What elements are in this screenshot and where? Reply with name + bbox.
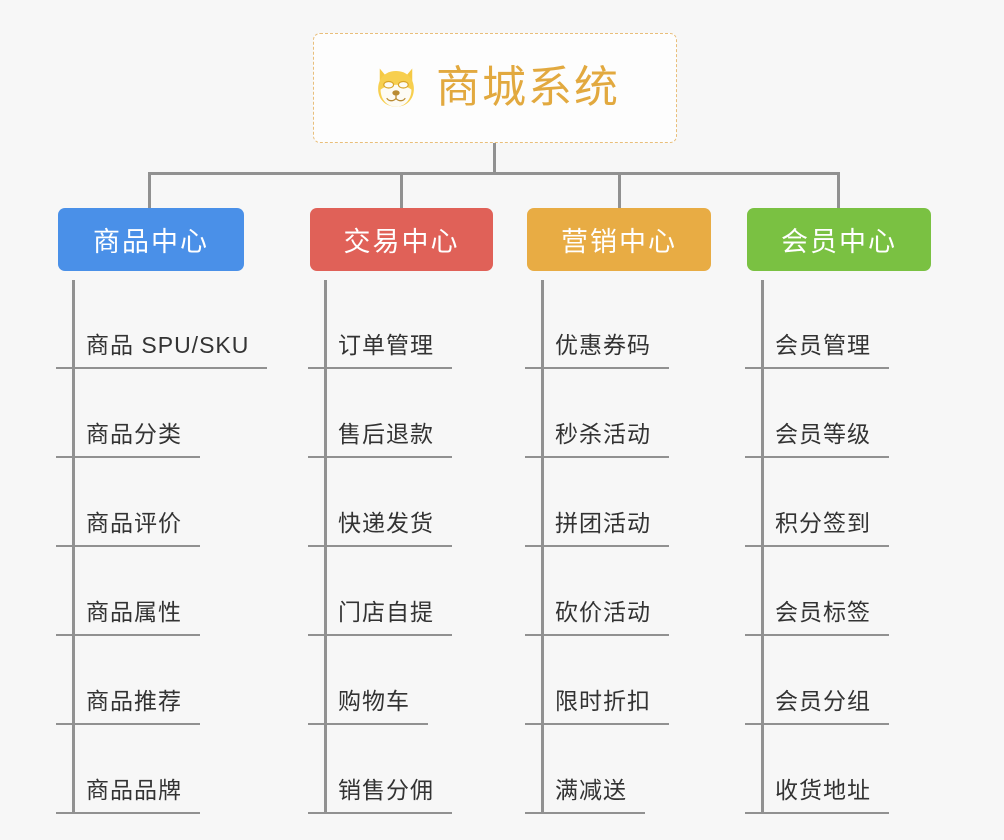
category-label: 营销中心 — [561, 227, 677, 257]
root-node-title: 商城系统 — [436, 63, 620, 112]
leaf-label: 商品属性 — [56, 599, 200, 636]
leaf-label: 会员分组 — [745, 688, 889, 725]
connector-drop-marketing — [618, 172, 621, 208]
category-label: 会员中心 — [781, 227, 897, 257]
connector-spine — [72, 280, 75, 814]
leaf-item[interactable]: 优惠券码 — [525, 280, 711, 369]
leaf-label: 限时折扣 — [525, 688, 669, 725]
connector-spine — [324, 280, 327, 814]
category-node-trade-center[interactable]: 交易中心 — [310, 208, 493, 271]
leaf-list-member-center: 会员管理 会员等级 积分签到 会员标签 会员分组 收货地址 — [745, 271, 931, 814]
root-node-mall-system[interactable]: 商城系统 — [313, 33, 677, 143]
leaf-item[interactable]: 满减送 — [525, 725, 711, 814]
leaf-label: 砍价活动 — [525, 599, 669, 636]
leaf-item[interactable]: 积分签到 — [745, 458, 931, 547]
leaf-list-trade-center: 订单管理 售后退款 快递发货 门店自提 购物车 销售分佣 — [308, 271, 493, 814]
category-label: 商品中心 — [93, 227, 209, 257]
connector-spine — [761, 280, 764, 814]
leaf-label: 拼团活动 — [525, 510, 669, 547]
leaf-item[interactable]: 商品品牌 — [56, 725, 244, 814]
leaf-label: 门店自提 — [308, 599, 452, 636]
leaf-item[interactable]: 商品分类 — [56, 369, 244, 458]
leaf-item[interactable]: 商品 SPU/SKU — [56, 280, 268, 369]
column-member-center: 会员中心 会员管理 会员等级 积分签到 会员标签 会员分组 收货地址 — [745, 208, 931, 814]
leaf-label: 满减送 — [525, 777, 645, 814]
leaf-item[interactable]: 售后退款 — [308, 369, 493, 458]
leaf-item[interactable]: 收货地址 — [745, 725, 931, 814]
connector-root-vertical — [493, 143, 496, 174]
leaf-label: 订单管理 — [308, 332, 452, 369]
connector-spine — [541, 280, 544, 814]
leaf-item[interactable]: 砍价活动 — [525, 547, 711, 636]
leaf-item[interactable]: 购物车 — [308, 636, 493, 725]
leaf-item[interactable]: 快递发货 — [308, 458, 493, 547]
leaf-list-marketing-center: 优惠券码 秒杀活动 拼团活动 砍价活动 限时折扣 满减送 — [525, 271, 711, 814]
category-node-member-center[interactable]: 会员中心 — [747, 208, 931, 271]
shiba-dog-face-icon — [378, 68, 414, 107]
leaf-label: 快递发货 — [308, 510, 452, 547]
leaf-item[interactable]: 销售分佣 — [308, 725, 493, 814]
leaf-label: 商品 SPU/SKU — [56, 332, 268, 369]
leaf-item[interactable]: 限时折扣 — [525, 636, 711, 725]
leaf-label: 积分签到 — [745, 510, 889, 547]
connector-drop-product — [148, 172, 151, 208]
leaf-item[interactable]: 商品评价 — [56, 458, 244, 547]
column-trade-center: 交易中心 订单管理 售后退款 快递发货 门店自提 购物车 销售分佣 — [308, 208, 493, 814]
leaf-label: 销售分佣 — [308, 777, 452, 814]
category-label: 交易中心 — [343, 227, 460, 257]
column-marketing-center: 营销中心 优惠券码 秒杀活动 拼团活动 砍价活动 限时折扣 满减送 — [525, 208, 711, 814]
leaf-item[interactable]: 订单管理 — [308, 280, 493, 369]
category-node-product-center[interactable]: 商品中心 — [58, 208, 244, 271]
leaf-label: 商品品牌 — [56, 777, 200, 814]
category-node-marketing-center[interactable]: 营销中心 — [527, 208, 711, 271]
connector-drop-trade — [400, 172, 403, 208]
leaf-item[interactable]: 会员等级 — [745, 369, 931, 458]
leaf-label: 会员标签 — [745, 599, 889, 636]
leaf-item[interactable]: 门店自提 — [308, 547, 493, 636]
leaf-label: 会员等级 — [745, 421, 889, 458]
leaf-label: 售后退款 — [308, 421, 452, 458]
leaf-label: 商品推荐 — [56, 688, 200, 725]
leaf-item[interactable]: 商品推荐 — [56, 636, 244, 725]
leaf-label: 商品分类 — [56, 421, 200, 458]
leaf-label: 优惠券码 — [525, 332, 669, 369]
leaf-item[interactable]: 会员管理 — [745, 280, 931, 369]
leaf-list-product-center: 商品 SPU/SKU 商品分类 商品评价 商品属性 商品推荐 商品品牌 — [56, 271, 268, 814]
leaf-item[interactable]: 会员标签 — [745, 547, 931, 636]
leaf-label: 会员管理 — [745, 332, 889, 369]
column-product-center: 商品中心 商品 SPU/SKU 商品分类 商品评价 商品属性 商品推荐 商品品牌 — [56, 208, 268, 814]
leaf-item[interactable]: 拼团活动 — [525, 458, 711, 547]
connector-horizontal-bus — [148, 172, 840, 175]
leaf-item[interactable]: 会员分组 — [745, 636, 931, 725]
leaf-label: 收货地址 — [745, 777, 889, 814]
connector-drop-member — [837, 172, 840, 208]
leaf-item[interactable]: 秒杀活动 — [525, 369, 711, 458]
leaf-label: 购物车 — [308, 688, 428, 725]
leaf-label: 商品评价 — [56, 510, 200, 547]
leaf-label: 秒杀活动 — [525, 421, 669, 458]
leaf-item[interactable]: 商品属性 — [56, 547, 244, 636]
